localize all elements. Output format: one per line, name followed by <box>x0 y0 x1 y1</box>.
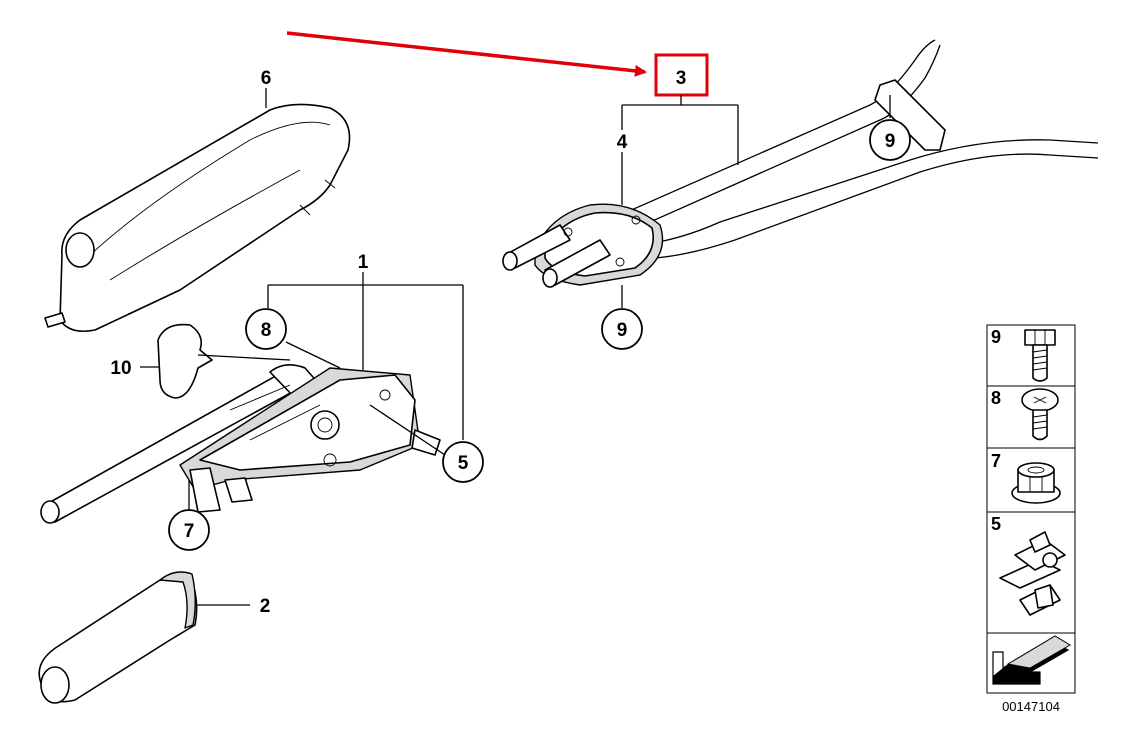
callout-circle-9-upper <box>869 119 911 161</box>
legend-number-9: 9 <box>991 327 1001 347</box>
red-arrow <box>286 31 647 77</box>
hex-bolt-icon <box>1024 329 1056 382</box>
part-2-grip <box>38 571 198 704</box>
direction-arrow-icon <box>992 635 1071 685</box>
part-6-boot-cover <box>44 103 351 333</box>
part-3-cable-set <box>502 39 1099 288</box>
callout-8: 8 <box>261 320 272 341</box>
callout-circle-5 <box>442 441 484 483</box>
pan-head-screw-icon <box>1021 388 1059 441</box>
legend-number-8: 8 <box>991 388 1001 408</box>
spring-clip-nut-icon <box>999 531 1066 616</box>
hardware-legend: 9 8 7 5 <box>986 324 1076 714</box>
legend-number-5: 5 <box>991 514 1001 534</box>
legend-number-7: 7 <box>991 451 1001 471</box>
callout-7: 7 <box>184 521 195 542</box>
leader-lines <box>140 88 891 606</box>
callouts: 3 4 6 1 10 2 8 5 7 9 9 <box>110 68 911 617</box>
part-10-button-cap <box>157 323 213 399</box>
callout-circle-9-lower <box>601 308 643 350</box>
callout-9-upper: 9 <box>885 131 896 152</box>
callout-5: 5 <box>458 453 469 474</box>
callout-circle-8 <box>245 308 287 350</box>
callout-9-lower: 9 <box>617 320 628 341</box>
callout-10: 10 <box>110 358 131 379</box>
callout-circle-7 <box>168 509 210 551</box>
flange-nut-icon <box>1011 462 1061 504</box>
part-1-handbrake-lever <box>40 364 441 524</box>
callout-4: 4 <box>617 132 628 153</box>
highlight-annotation <box>286 31 709 97</box>
callout-6: 6 <box>261 68 272 89</box>
callout-3: 3 <box>676 68 687 89</box>
diagram-code: 00147104 <box>1002 699 1060 714</box>
callout-1: 1 <box>358 252 369 273</box>
callout-2: 2 <box>260 596 271 617</box>
